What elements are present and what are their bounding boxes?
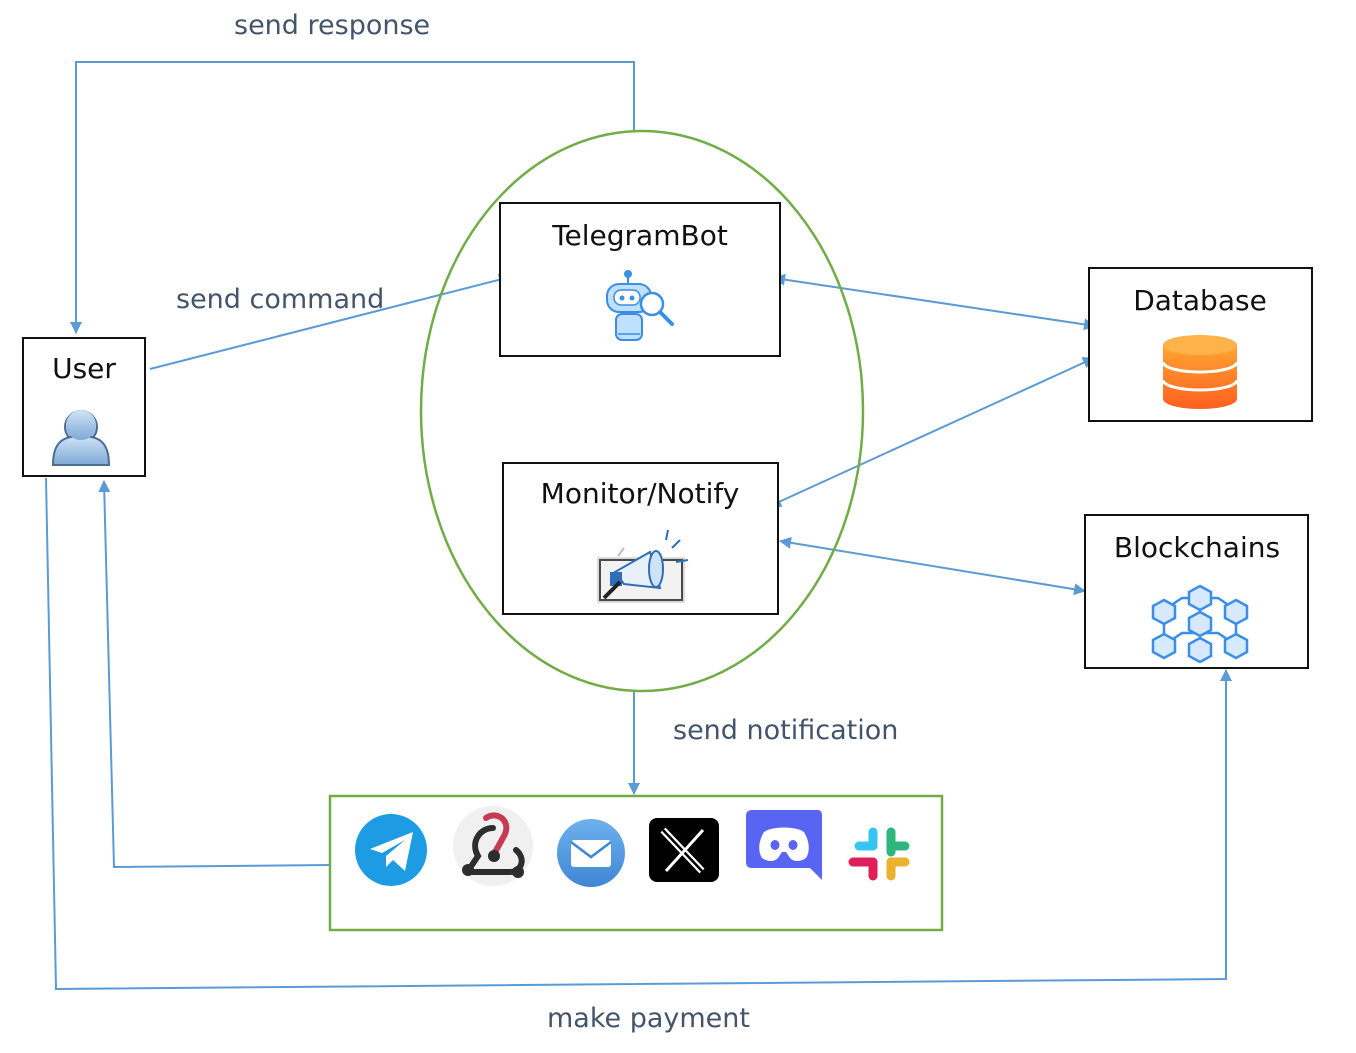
megaphone-icon: [597, 529, 689, 603]
discord-icon[interactable]: [746, 810, 822, 880]
monitor-notify-node[interactable]: Monitor/Notify: [502, 462, 779, 615]
edge-monitor-blockchains: [779, 536, 1086, 596]
edge-make-payment: [45, 477, 1232, 991]
edge-send-response: [70, 61, 635, 334]
send-command-label: send command: [176, 284, 384, 315]
blockchains-title: Blockchains: [1114, 531, 1280, 564]
database-cylinder-icon: [1161, 335, 1239, 409]
x-logo-icon[interactable]: [649, 818, 719, 882]
slack-icon[interactable]: [848, 827, 910, 881]
blockchain-cubes-icon: [1151, 584, 1249, 664]
notification-channels-box: [328, 794, 944, 932]
telegram-icon[interactable]: [355, 814, 427, 886]
edge-monitor-database: [769, 357, 1095, 507]
edge-bot-database: [773, 273, 1096, 331]
bot-system-ellipse: [419, 129, 865, 693]
database-node[interactable]: Database: [1088, 267, 1313, 422]
email-icon[interactable]: [557, 819, 625, 887]
monitor-notify-title: Monitor/Notify: [541, 477, 740, 510]
send-notification-label: send notification: [673, 715, 898, 746]
send-response-label: send response: [234, 10, 430, 41]
blockchains-node[interactable]: Blockchains: [1084, 514, 1309, 669]
telegram-bot-title: TelegramBot: [551, 219, 728, 252]
telegram-bot-node[interactable]: TelegramBot: [499, 202, 781, 357]
robot-magnifier-icon: [606, 270, 674, 341]
webhook-icon[interactable]: [453, 806, 533, 886]
database-title: Database: [1133, 284, 1267, 317]
user-person-icon: [51, 410, 111, 466]
user-title: User: [52, 352, 116, 385]
make-payment-label: make payment: [547, 1003, 750, 1034]
edge-send-command: [149, 273, 511, 370]
user-node[interactable]: User: [22, 337, 146, 477]
edge-channels-to-user: [98, 480, 331, 869]
